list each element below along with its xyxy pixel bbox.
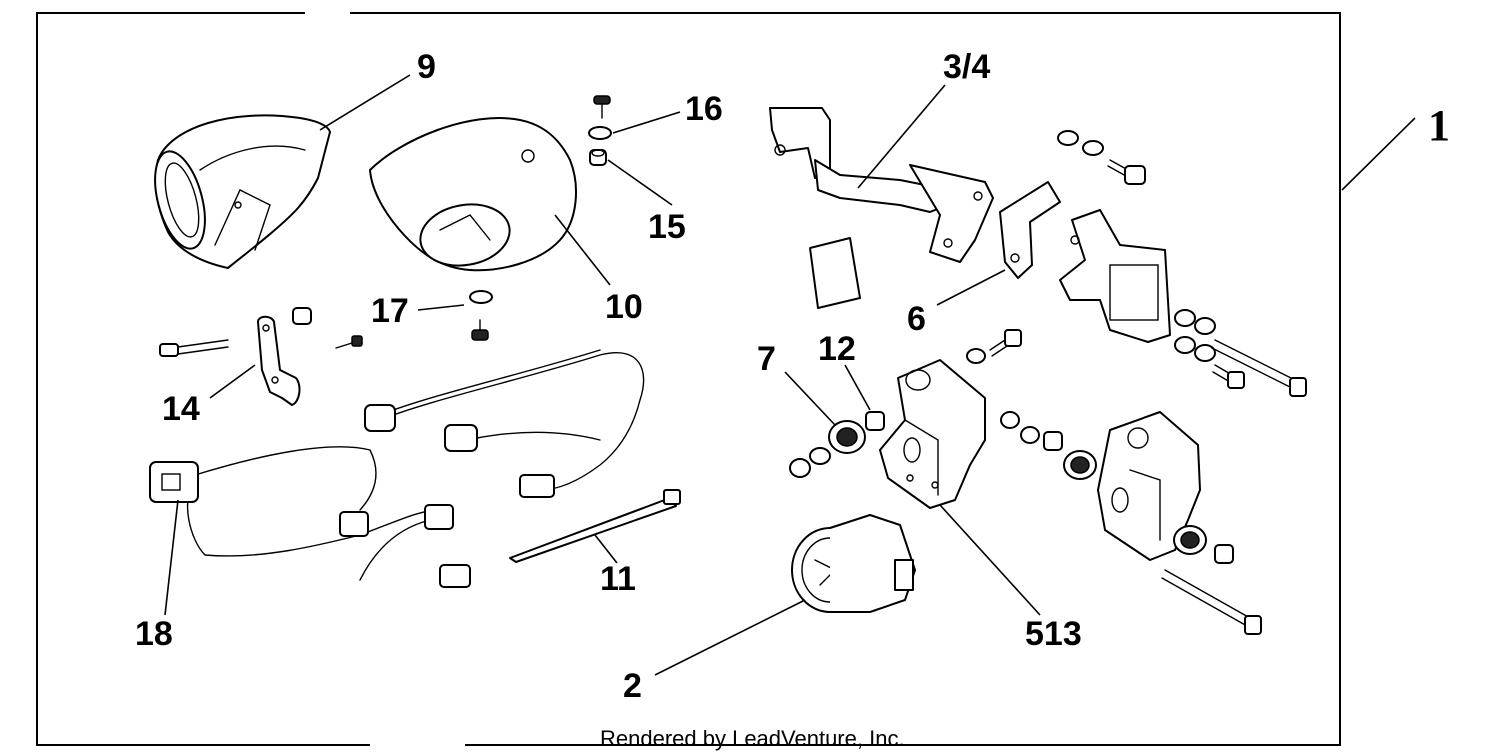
nut-15-part bbox=[589, 149, 607, 166]
washer-16-part bbox=[588, 126, 612, 140]
callout-17: 17 bbox=[371, 292, 409, 330]
spacer-12-part bbox=[865, 411, 885, 431]
bolt-right-short-part bbox=[1212, 364, 1245, 389]
callout-12: 12 bbox=[818, 330, 856, 368]
lamp-2-part bbox=[791, 514, 916, 613]
callout-16: 16 bbox=[685, 90, 723, 128]
spacer-14-part bbox=[292, 307, 312, 325]
callout-10: 10 bbox=[605, 288, 643, 326]
wire-harness-part bbox=[187, 349, 645, 588]
callout-5-13: 513 bbox=[1025, 615, 1082, 653]
bolt-14-part bbox=[159, 339, 229, 357]
callout-2: 2 bbox=[623, 667, 642, 705]
bracket-upper-right-part bbox=[1059, 209, 1171, 343]
small-screw-14-part bbox=[335, 335, 363, 349]
bracket-arm-3-4-part bbox=[769, 107, 994, 263]
nut-7-part bbox=[828, 420, 866, 454]
washer-upper-a-part bbox=[1057, 130, 1079, 146]
switch-18-part bbox=[149, 461, 199, 503]
callout-3-4: 3/4 bbox=[943, 48, 990, 86]
screw-17-part bbox=[471, 319, 489, 341]
nut-lower-right-part bbox=[1173, 525, 1207, 555]
washer-upper-b-part bbox=[1082, 140, 1104, 156]
shroud-right-part bbox=[369, 117, 577, 272]
cable-tie-11-part bbox=[509, 489, 681, 563]
bolt-center-part bbox=[966, 329, 1022, 364]
callout-18: 18 bbox=[135, 615, 173, 653]
callout-6: 6 bbox=[907, 300, 926, 338]
long-bolt-right-part bbox=[1211, 339, 1307, 397]
long-bolt-lower-part bbox=[1161, 569, 1262, 635]
callout-11: 11 bbox=[600, 560, 636, 598]
pad-12-part bbox=[809, 237, 861, 309]
callout-9: 9 bbox=[417, 48, 436, 86]
callout-1: 1 bbox=[1428, 101, 1450, 150]
bracket-6-part bbox=[999, 181, 1061, 279]
bracket-14-part bbox=[257, 315, 301, 406]
screw-16-part bbox=[593, 95, 611, 119]
bolt-upper-part bbox=[1107, 159, 1146, 185]
main-bracket-5-13-part bbox=[879, 359, 986, 509]
shroud-left-part bbox=[154, 114, 331, 269]
nut-right-part bbox=[1063, 450, 1097, 480]
callout-14: 14 bbox=[162, 390, 200, 428]
callout-15: 15 bbox=[648, 208, 686, 246]
footer-credit: Rendered by LeadVenture, Inc. bbox=[600, 726, 905, 751]
callout-7: 7 bbox=[757, 340, 776, 378]
diagram-frame bbox=[36, 12, 1341, 746]
washer-17-part bbox=[469, 290, 493, 304]
